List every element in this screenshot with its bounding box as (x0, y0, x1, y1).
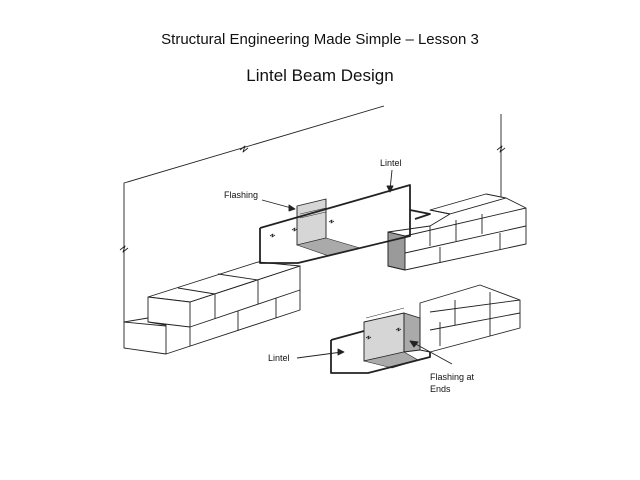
top-lintel (259, 184, 431, 264)
bottom-lintel-detail (330, 284, 521, 374)
label-flashing: Flashing (224, 190, 258, 200)
leader-lintel-bottom (296, 351, 343, 359)
leader-lines (261, 169, 453, 365)
label-flashing-ends-line2: Ends (430, 384, 451, 394)
course-title: Structural Engineering Made Simple – Les… (161, 31, 479, 48)
wall-outline (119, 105, 506, 322)
right-masonry-wall (387, 193, 527, 271)
label-flashing-ends-line1: Flashing at (430, 372, 475, 382)
label-lintel-bottom: Lintel (268, 353, 290, 363)
diagram-title: Lintel Beam Design (246, 66, 394, 85)
leader-flashing-ends (411, 341, 453, 365)
label-lintel-top: Lintel (380, 158, 402, 168)
left-masonry-wall (123, 261, 301, 355)
